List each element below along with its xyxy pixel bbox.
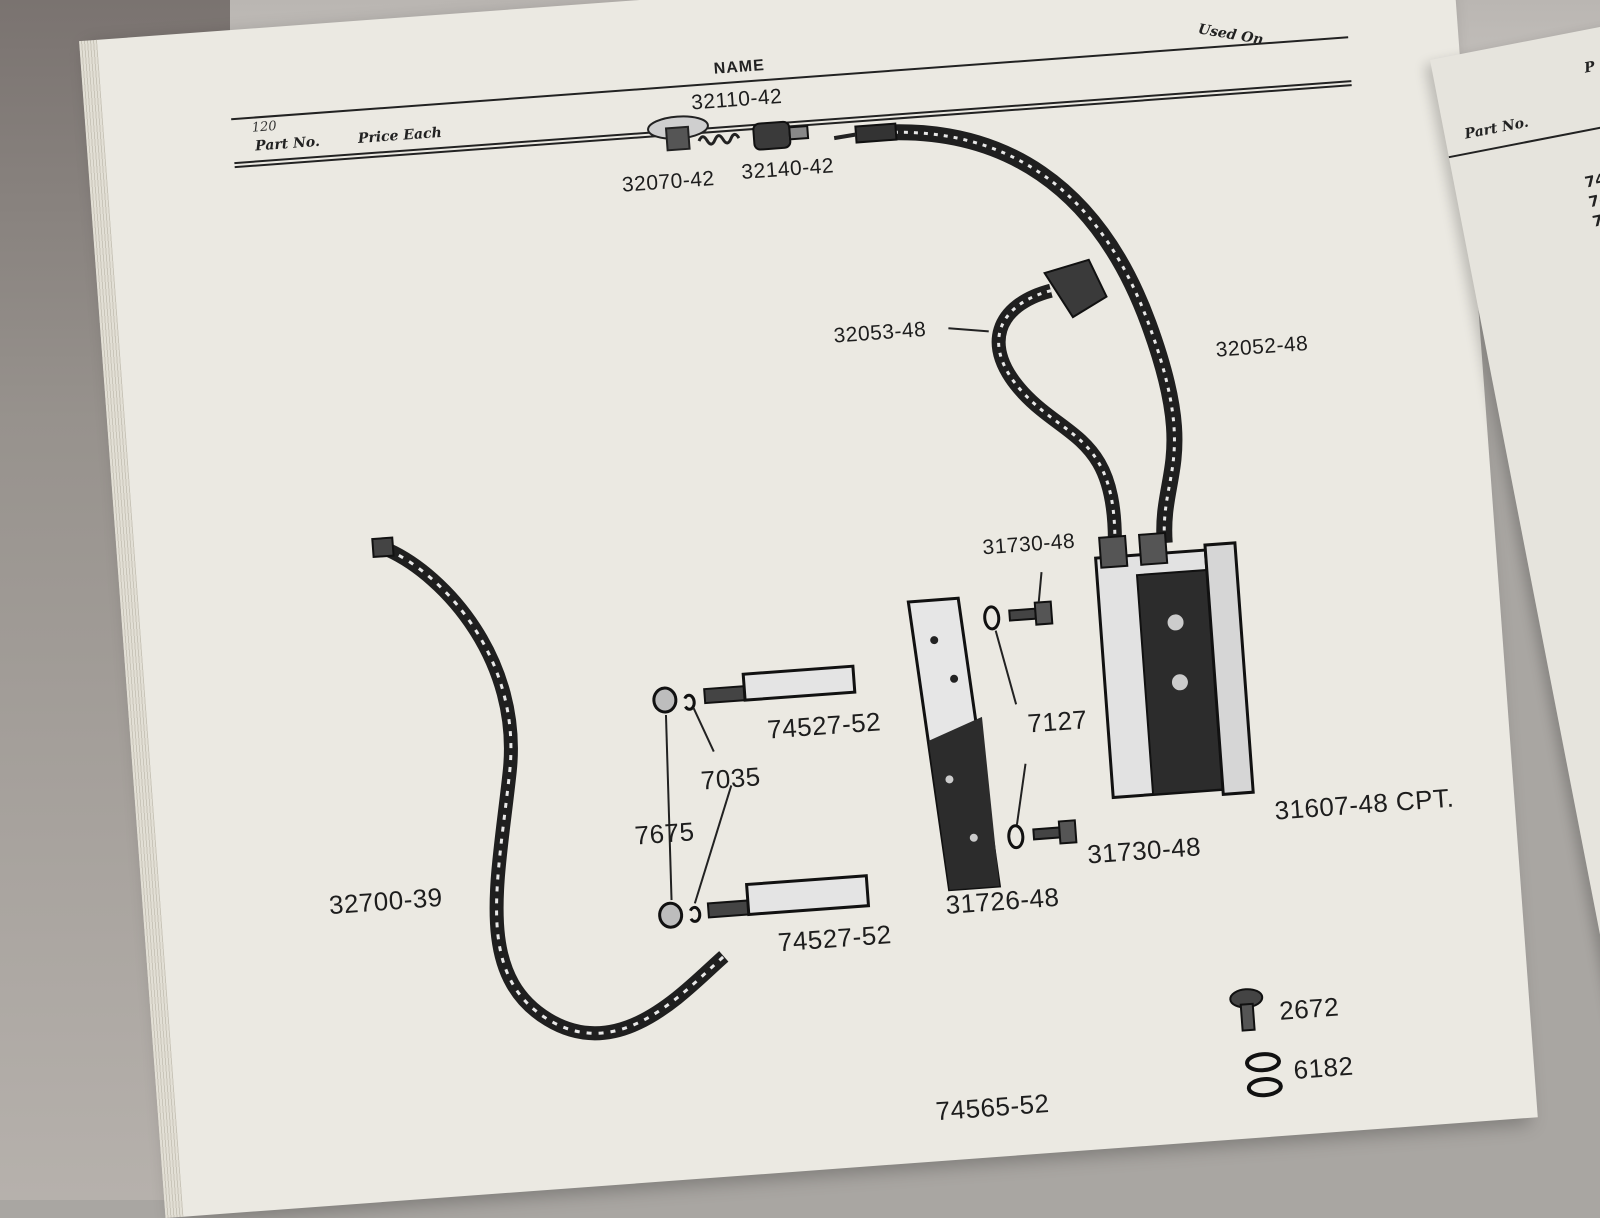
washers-6182 — [1245, 1052, 1283, 1098]
label-2672: 2672 — [1278, 991, 1341, 1026]
label-7035: 7035 — [699, 761, 762, 796]
terminal-part — [752, 120, 810, 151]
catalog-page-left: 120 Part No. Price Each NAME Used On — [95, 0, 1538, 1217]
lower-stud — [658, 874, 871, 929]
label-7675: 7675 — [633, 816, 696, 851]
spring-part — [697, 132, 741, 146]
cable-connector — [1043, 258, 1108, 319]
label-6182: 6182 — [1292, 1050, 1355, 1085]
list-item: 31 — [1545, 519, 1600, 575]
leader-lines — [664, 572, 1043, 904]
mounting-plate — [906, 596, 1002, 892]
ground-strap — [385, 543, 729, 1041]
list-item: 31 — [1554, 568, 1600, 624]
cap-part — [647, 115, 709, 152]
ignition-coil — [1094, 531, 1255, 800]
bolt-2672 — [1229, 988, 1264, 1032]
upper-stud — [652, 664, 857, 714]
ignition-parts-diagram — [371, 115, 1283, 1098]
upper-screw — [983, 600, 1054, 631]
primary-cable — [991, 283, 1122, 547]
lower-screw — [1007, 819, 1078, 850]
label-7127: 7127 — [1026, 704, 1089, 739]
right-header-part-no: Part No. — [1463, 114, 1530, 143]
right-header-col2: P — [1582, 58, 1597, 77]
